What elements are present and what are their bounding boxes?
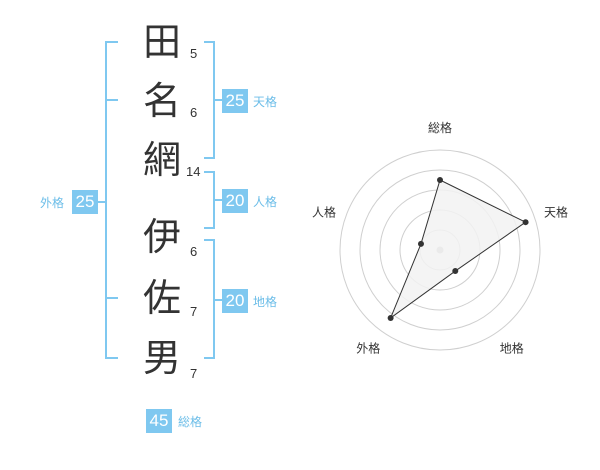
- radar-point-2: [522, 219, 529, 226]
- jinkaku-value-badge: 20: [222, 189, 248, 213]
- radar-polygon: [389, 179, 527, 320]
- chikaku-value-badge: 20: [222, 289, 248, 313]
- radar-grid-ring: [359, 169, 521, 331]
- stroke-count-2: 6: [190, 105, 198, 120]
- radar-point-4: [387, 314, 394, 321]
- name-char-1: 田: [142, 20, 181, 64]
- stroke-count-3: 14: [186, 164, 201, 179]
- radar-point-5: [417, 240, 424, 247]
- name-char-4: 伊: [142, 215, 181, 259]
- chikaku-label: 地格: [253, 295, 278, 309]
- name-char-5: 佐: [142, 276, 181, 320]
- gaikaku-value-badge: 25: [72, 190, 98, 214]
- radar-axis-label: 天格: [544, 204, 568, 219]
- radar-point-3: [452, 268, 459, 275]
- jinkaku-label: 人格: [253, 195, 278, 209]
- gaikaku-bracket: [105, 41, 118, 359]
- soukaku-label: 総格: [178, 415, 203, 429]
- stroke-count-4: 6: [190, 244, 198, 259]
- name-char-6: 男: [142, 336, 181, 380]
- radar-axis-label: 総格: [428, 120, 452, 135]
- radar-axis-label: 地格: [500, 341, 524, 356]
- stroke-count-5: 7: [190, 304, 198, 319]
- name-char-2: 名: [142, 79, 181, 123]
- radar-axis-label: 外格: [356, 341, 380, 356]
- stroke-count-6: 7: [190, 366, 198, 381]
- tenkaku-value-badge: 25: [222, 89, 248, 113]
- gaikaku-label: 外格: [40, 196, 65, 210]
- stroke-count-1: 5: [190, 46, 198, 61]
- tenkaku-label: 天格: [253, 95, 278, 109]
- radar-point-1: [437, 177, 443, 183]
- radar-grid-ring: [339, 149, 541, 351]
- name-char-3: 網: [142, 138, 181, 182]
- soukaku-value-badge: 45: [146, 409, 172, 433]
- radar-axis-label: 人格: [312, 204, 336, 219]
